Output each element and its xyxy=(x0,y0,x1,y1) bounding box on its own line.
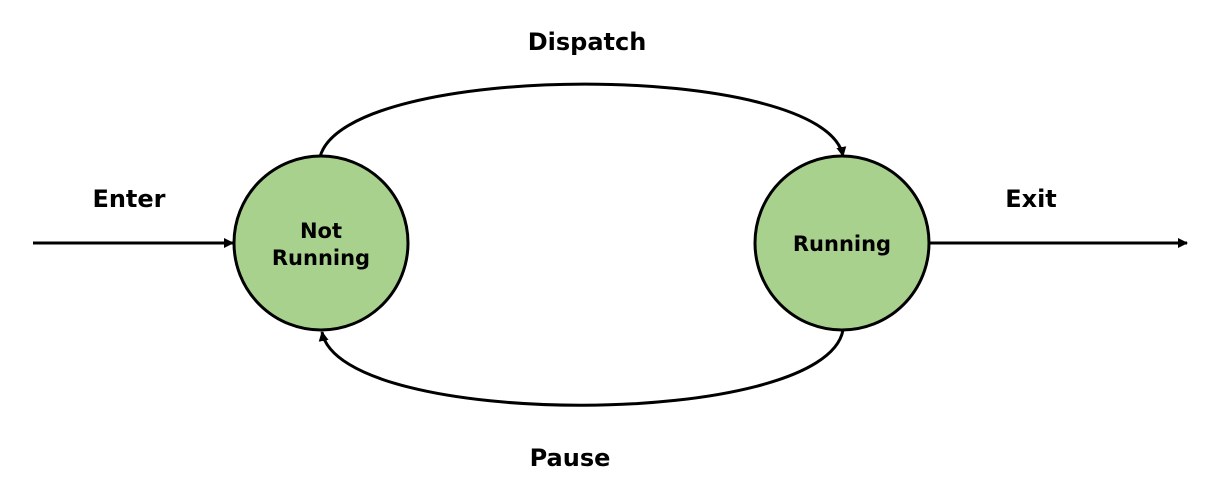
pause-label: Pause xyxy=(530,444,611,472)
not-running-label-line1: Not xyxy=(300,219,342,243)
pause-arrow xyxy=(318,329,845,407)
not-running-state xyxy=(232,154,410,332)
dispatch-label: Dispatch xyxy=(528,28,647,56)
enter-label: Enter xyxy=(92,185,165,213)
not-running-label-line2: Running xyxy=(272,246,370,270)
running-label: Running xyxy=(793,232,891,256)
exit-label: Exit xyxy=(1005,185,1057,213)
dispatch-arrow xyxy=(318,82,847,158)
running-state xyxy=(753,154,931,332)
